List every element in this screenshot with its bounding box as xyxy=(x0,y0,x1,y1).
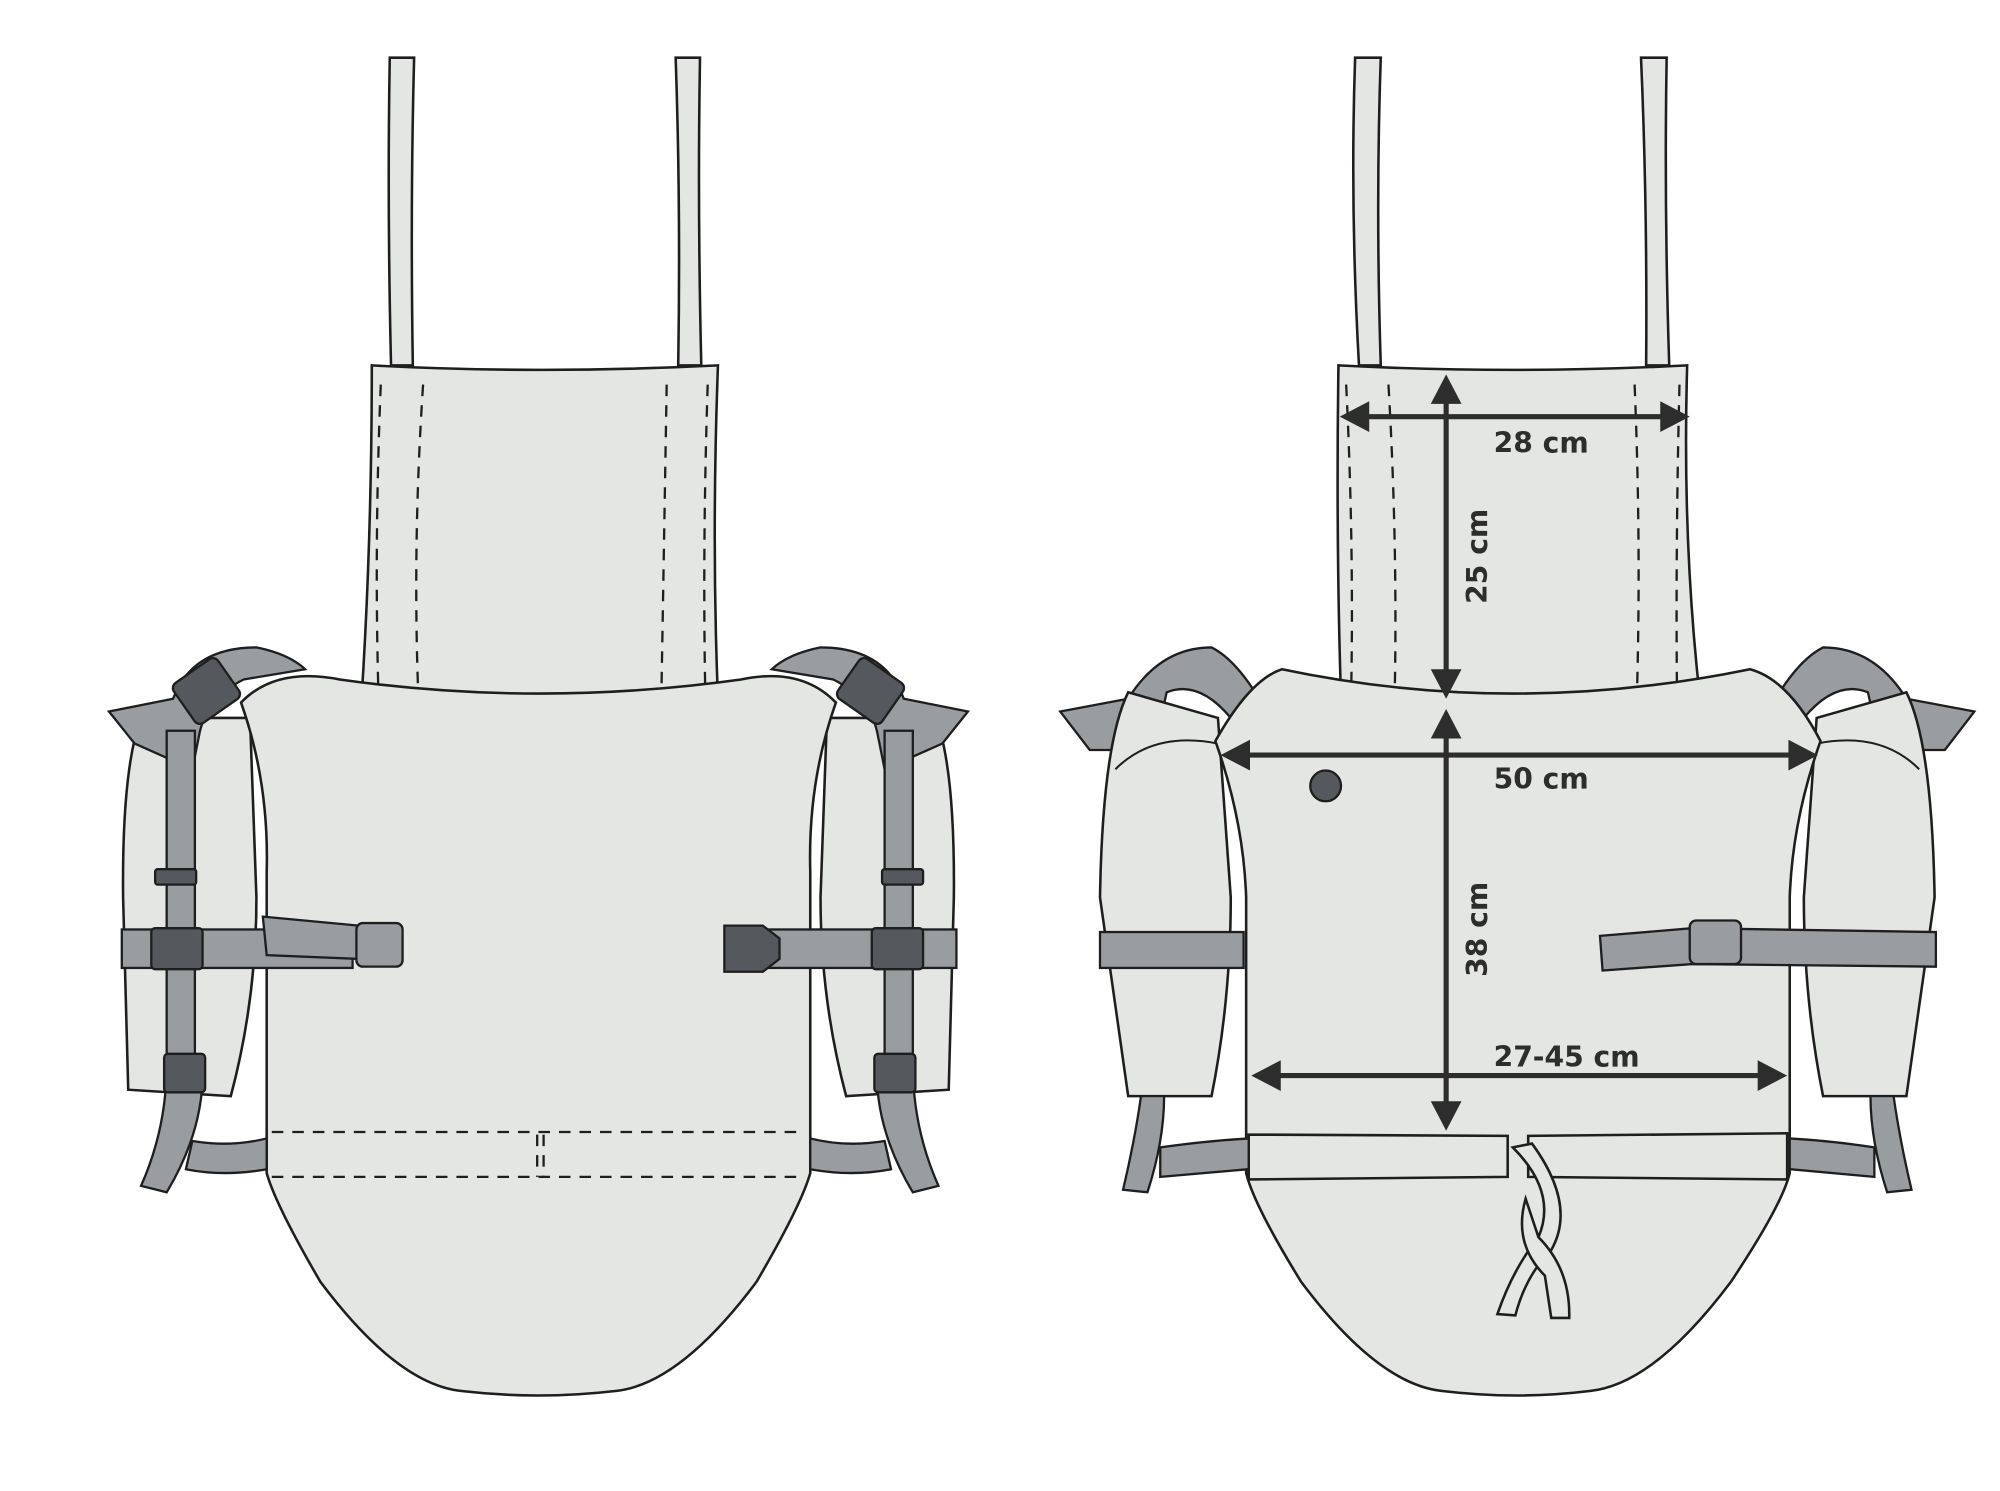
label-waist-width: 27-45 cm xyxy=(1494,1041,1640,1074)
head-panel xyxy=(360,364,720,700)
main-body xyxy=(239,674,838,1397)
label-body-width: 50 cm xyxy=(1494,762,1589,795)
slider-icon xyxy=(150,927,204,971)
tie-strap xyxy=(1495,1142,1562,1317)
slider-icon xyxy=(870,927,925,971)
shoulder-strap-left xyxy=(387,56,416,367)
shoulder-strap-right xyxy=(674,56,703,367)
back-view xyxy=(1058,56,1977,1397)
head-panel-back xyxy=(1336,364,1702,700)
snap-button xyxy=(1309,769,1343,803)
buckle-icon xyxy=(723,924,781,973)
dimension-lines xyxy=(1220,374,1818,1131)
shoulder-buckle-icon xyxy=(171,656,242,726)
main-body-back xyxy=(1213,667,1822,1397)
label-body-height: 38 cm xyxy=(1461,882,1494,977)
label-panel-height: 25 cm xyxy=(1461,509,1494,604)
buckle-icon xyxy=(355,921,404,968)
buckle-icon xyxy=(1688,919,1743,966)
front-view xyxy=(106,56,971,1397)
shoulder-buckle-icon xyxy=(835,656,906,726)
label-panel-width: 28 cm xyxy=(1494,427,1589,460)
